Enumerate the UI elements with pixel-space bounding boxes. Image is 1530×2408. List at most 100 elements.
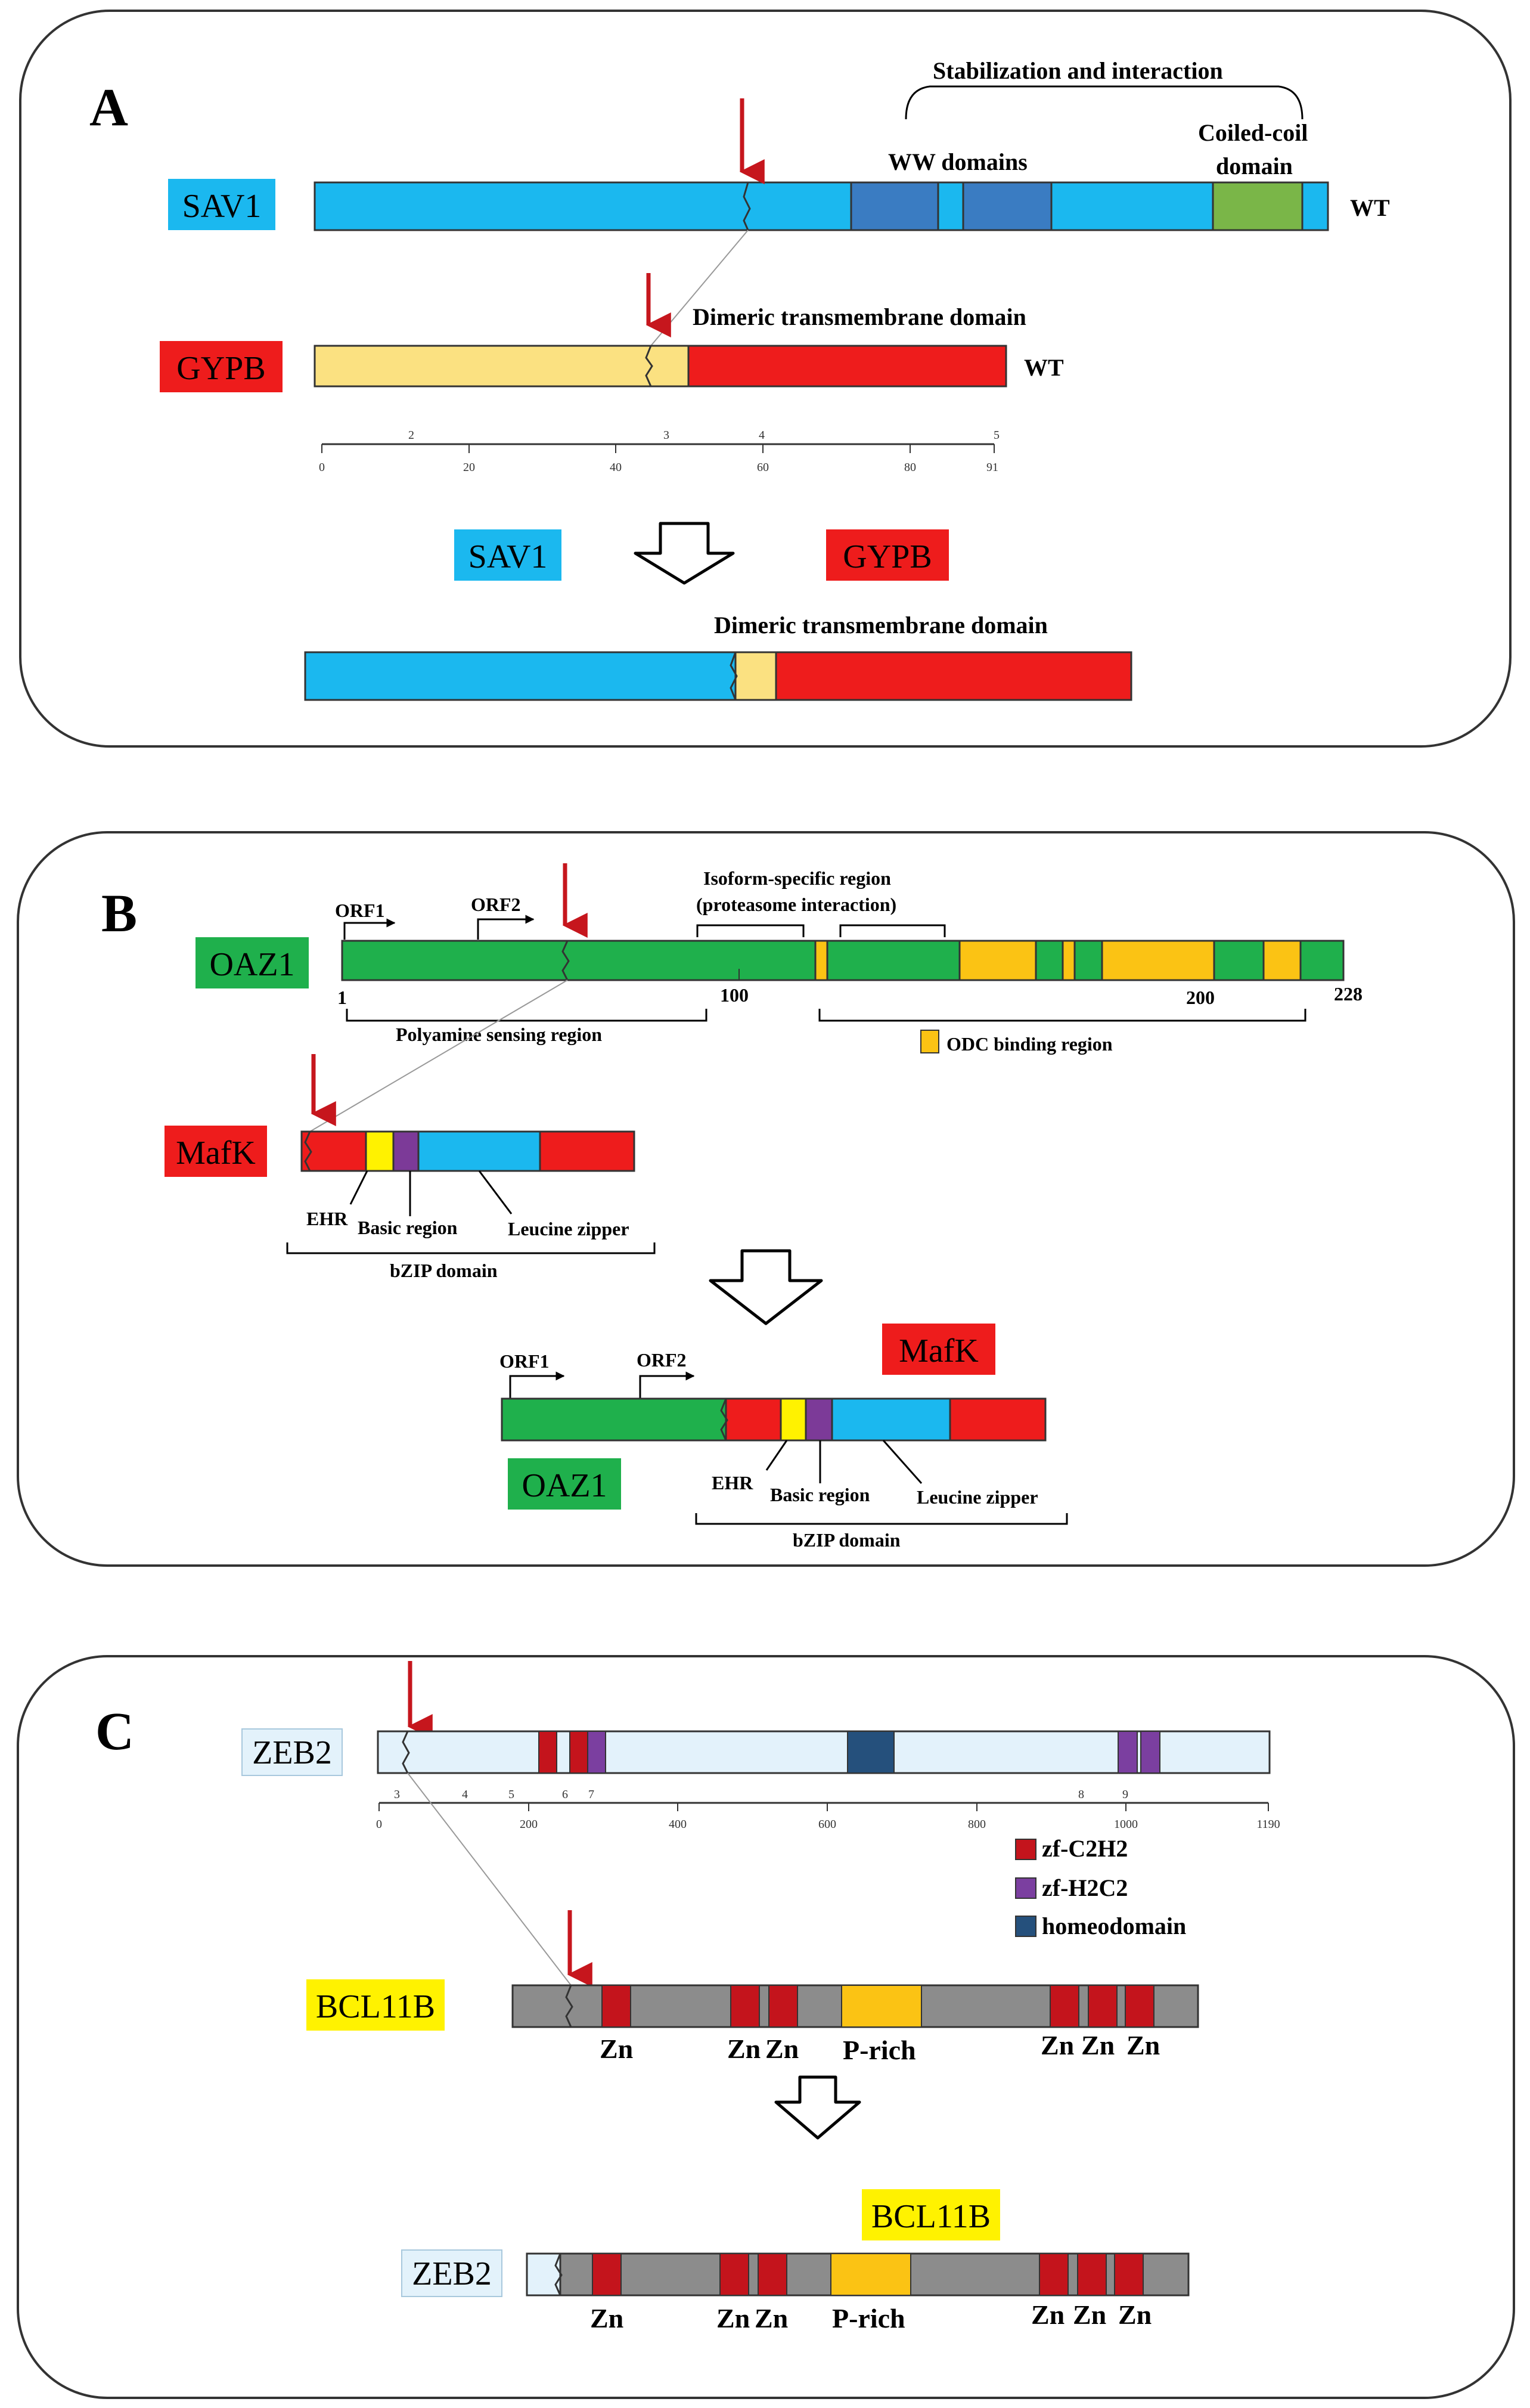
down-arrow-icon [709,1249,823,1325]
coiled-coil-label-line2: domain [1216,153,1293,179]
panel-a-ruler: 2 3 4 5 0 20 40 60 80 91 [319,429,1000,474]
fusion-orf1-label: ORF1 [499,1350,550,1372]
ruler-c-top-6: 9 [1122,1788,1128,1801]
ww-domain-1 [850,181,939,231]
ruler-a-top-0: 2 [408,429,414,442]
zeb2-zf-h2c2-3 [1140,1731,1160,1774]
fusion-c-zn-5 [1077,2253,1107,2296]
mafk-bzip-label: bZIP domain [390,1260,498,1281]
fusion-zn-label-5: Zn [1073,2299,1106,2330]
fusion-oaz1-label-box [508,1458,621,1510]
mafk-leucine-label: Leucine zipper [508,1218,629,1239]
panel-a-letter: A [89,78,128,137]
bcl11b-zn-4 [1050,1985,1079,2028]
odc-binding-segment-4 [1101,940,1215,981]
ruler-c-bottom-3: 600 [818,1818,836,1831]
panel-c-ruler: 3 4 5 6 7 8 9 0 200 400 600 800 1000 119… [376,1788,1280,1831]
fusion-c-p-rich [830,2253,911,2296]
fusion-ehr-label: EHR [712,1472,753,1493]
fusion-bcl11b-label-box [862,2189,1000,2240]
bcl11b-zn-5 [1088,1985,1118,2028]
sav1-wt-label: WT [1350,194,1390,221]
orf1-arrow [343,918,396,940]
panel-c-frame [17,1655,1515,2399]
fusion-p-rich-label: P-rich [832,2303,905,2333]
ruler-a-bottom-4: 80 [904,461,916,474]
bcl11b-zn-2 [730,1985,760,2028]
bcl11b-label-box [306,1979,445,2031]
mafk-basic-label: Basic region [358,1217,458,1238]
fusion-basic-label: Basic region [770,1484,870,1505]
coiled-coil-label-line1: Coiled-coil [1198,119,1308,146]
bcl11b-label: BCL11B [316,1988,435,2025]
coiled-coil-domain [1212,181,1304,231]
fusion-c-junction [554,2253,563,2296]
fusion-sav1-label-box [454,529,561,581]
odc-binding-segment-5 [1262,940,1302,981]
fusion-orf2-arrow [639,1371,695,1399]
fusion-c-zn-1 [592,2253,622,2296]
bcl11b-zn-label-2: Zn [727,2034,761,2064]
fusion-bzip-bracket [695,1513,1068,1525]
ruler-a-bottom-2: 40 [610,461,622,474]
zeb2-label-box [241,1728,343,1776]
oaz1-pos-200: 200 [1186,987,1215,1008]
legend-label-zf-h2c2: zf-H2C2 [1042,1874,1128,1901]
odc-legend-swatch [920,1030,939,1053]
sav1-breakpoint [743,182,751,231]
orf2-arrow [477,915,535,940]
fusion-c-zn-4 [1039,2253,1069,2296]
zeb2-bcl11b-guide-line [407,1772,572,1986]
fusion-oaz1-label: OAZ1 [522,1467,607,1504]
fusion-bcl11b-label: BCL11B [871,2198,991,2235]
sav1-label-box [168,179,275,230]
panel-a: A Stabilization and interaction WW domai… [19,10,1512,748]
oaz1-pos-228: 228 [1334,983,1363,1005]
ruler-c-bottom-4: 800 [968,1818,986,1831]
fusion-mafk-label: MafK [899,1332,979,1369]
legend-label-homeodomain: homeodomain [1042,1913,1186,1939]
mafk-bzip-bracket [286,1242,656,1254]
ruler-c-top-4: 7 [588,1788,594,1801]
isoform-region-label-1: Isoform-specific region [703,867,891,889]
zeb2-homeodomain [847,1731,895,1774]
ruler-a-top-3: 5 [994,429,1000,442]
panel-c: C ZEB2 3 4 5 6 7 8 9 0 [17,1655,1515,2399]
fusion-dimeric-label: Dimeric transmembrane domain [714,612,1048,639]
fusion-b-basic [805,1397,833,1442]
fusion-leucine-label: Leucine zipper [917,1486,1038,1508]
fusion-zn-label-4: Zn [1031,2299,1065,2330]
fusion-b-oaz1-part [501,1397,727,1442]
sav1-protein-bar [314,181,1329,231]
mafk-basic-region [392,1130,420,1172]
fusion-zeb2-label: ZEB2 [412,2255,492,2292]
fusion-zeb2-label-box [401,2249,502,2297]
gypb-wt-label: WT [1024,354,1064,381]
fusion-orf2-label: ORF2 [637,1349,687,1371]
isoform-bracket-2 [839,924,946,937]
ww-domain-2 [962,181,1053,231]
ruler-c-top-2: 5 [508,1788,514,1801]
fusion-c-zn-3 [758,2253,787,2296]
ww-domains-label: WW domains [888,148,1028,175]
oaz1-label-box [195,937,309,988]
fusion-zn-label-2: Zn [716,2303,750,2333]
mafk-label-box [165,1126,267,1177]
legend-swatch-zf-c2h2 [1015,1839,1036,1860]
fusion-gypb-label: GYPB [843,538,932,575]
oaz1-label: OAZ1 [209,946,294,983]
bcl11b-p-rich [841,1985,922,2028]
ruler-a-bottom-5: 91 [986,461,998,474]
ruler-c-top-3: 6 [562,1788,568,1801]
odc-binding-segment-3 [1062,940,1076,981]
polyamine-bracket [346,1009,707,1022]
odc-binding-label: ODC binding region [946,1033,1113,1055]
gypb-label-box [160,341,283,392]
fusion-zn-label-1: Zn [590,2303,623,2333]
ruler-c-bottom-5: 1000 [1114,1818,1138,1831]
ruler-a-top-1: 3 [663,429,669,442]
mafk-ehr [365,1130,395,1172]
fusion-gypb-label-box [826,529,949,581]
mafk-leucine-pointer [478,1170,513,1214]
oaz1-pos-100: 100 [720,984,749,1006]
